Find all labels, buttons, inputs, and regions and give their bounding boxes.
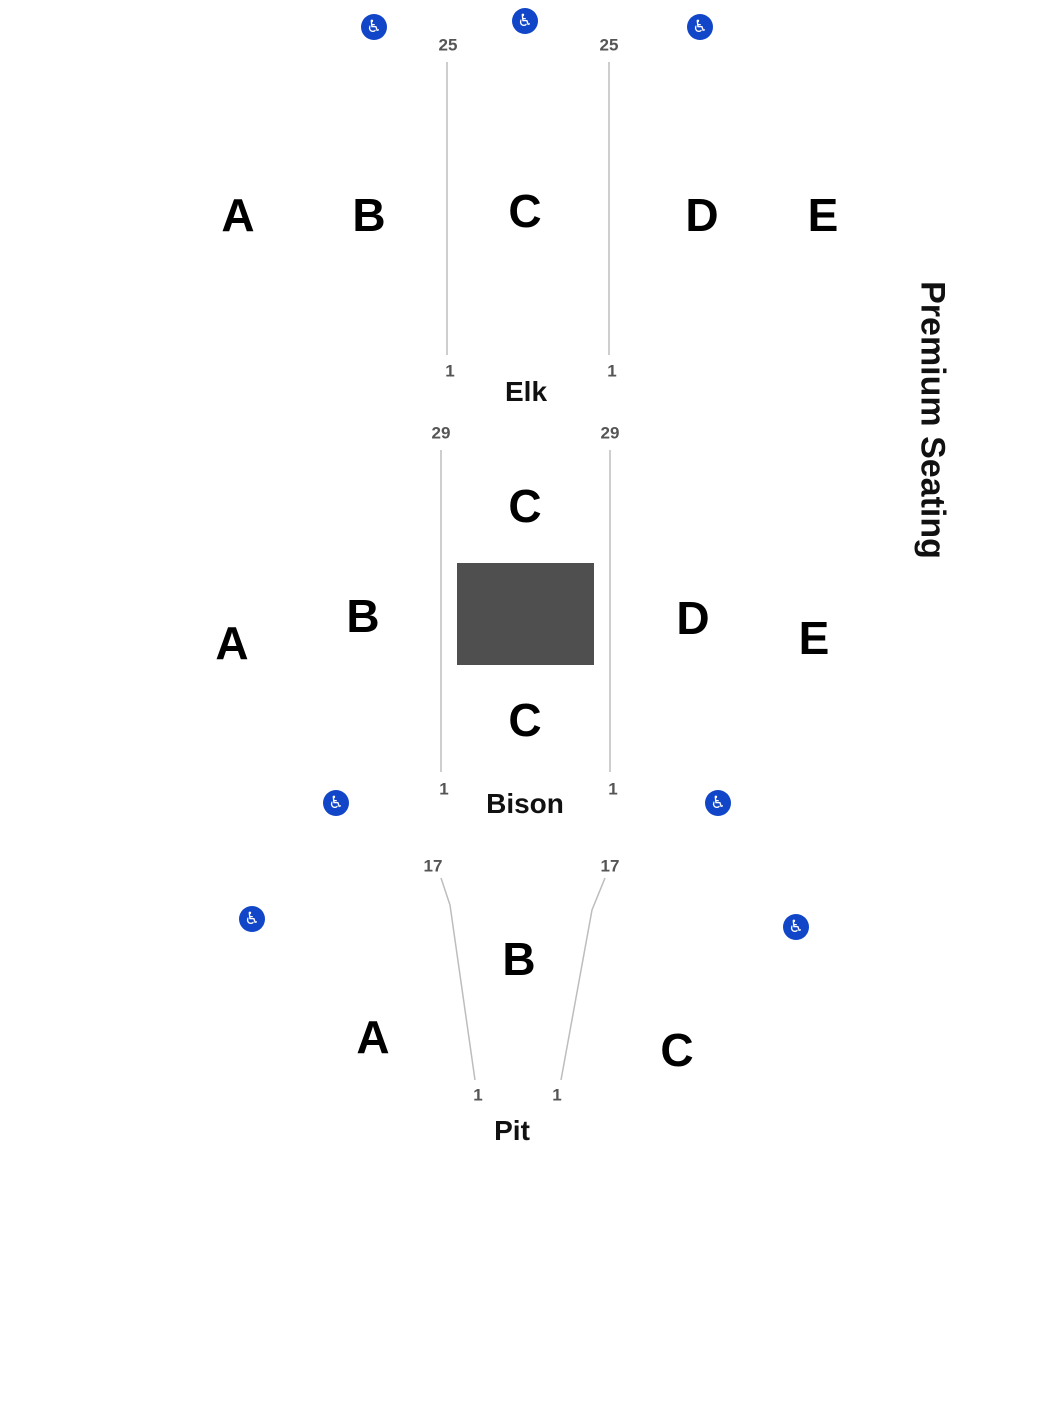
elk-section-e[interactable]: E (807, 189, 839, 241)
bison-section-e[interactable]: E (798, 612, 830, 664)
elk-aisle-left-row-top: 25 (438, 35, 458, 55)
stage-block[interactable] (457, 563, 594, 665)
bison-aisle-right-row-bottom: 1 (608, 779, 618, 799)
elk-section-c[interactable]: C (508, 185, 542, 237)
bison-section-a[interactable]: A (215, 617, 249, 669)
elk-section-b[interactable]: B (352, 189, 386, 241)
bison-aisle-right-row-top: 29 (600, 423, 620, 443)
bison-section-b[interactable]: B (346, 590, 380, 642)
pit-aisle-right-row-bottom: 1 (552, 1085, 562, 1105)
elk-section-a[interactable]: A (221, 189, 255, 241)
elk-section-d[interactable]: D (685, 189, 719, 241)
premium-seating-label: Premium Seating (913, 281, 952, 559)
pit-section-b[interactable]: B (502, 933, 536, 985)
accessible-seating-icon[interactable]: ♿ (361, 14, 387, 40)
pit-aisle-left-row-top: 17 (423, 856, 443, 876)
bison-section-c-upper[interactable]: C (508, 480, 542, 532)
accessible-seating-icon[interactable]: ♿ (687, 14, 713, 40)
elk-level-label: Elk (504, 376, 548, 407)
elk-aisle-left-row-bottom: 1 (445, 361, 455, 381)
pit-aisle-right-row-top: 17 (600, 856, 620, 876)
bison-section-d[interactable]: D (676, 592, 710, 644)
pit-aisle-left-row-bottom: 1 (473, 1085, 483, 1105)
pit-aisle-right-line (560, 877, 606, 1081)
bison-level-label: Bison (486, 788, 564, 819)
accessible-seating-icon[interactable]: ♿ (705, 790, 731, 816)
bison-aisle-left-row-top: 29 (431, 423, 451, 443)
accessible-seating-icon[interactable]: ♿ (239, 906, 265, 932)
accessible-seating-icon[interactable]: ♿ (512, 8, 538, 34)
bison-aisle-left-row-bottom: 1 (439, 779, 449, 799)
pit-section-c[interactable]: C (660, 1024, 694, 1076)
bison-section-c-lower[interactable]: C (508, 694, 542, 746)
pit-aisle-left-line (440, 877, 476, 1081)
elk-aisle-right-row-bottom: 1 (607, 361, 617, 381)
accessible-seating-icon[interactable]: ♿ (783, 914, 809, 940)
pit-level-label: Pit (494, 1115, 530, 1146)
pit-section-a[interactable]: A (356, 1011, 390, 1063)
accessible-seating-icon[interactable]: ♿ (323, 790, 349, 816)
elk-aisle-right-row-top: 25 (599, 35, 619, 55)
